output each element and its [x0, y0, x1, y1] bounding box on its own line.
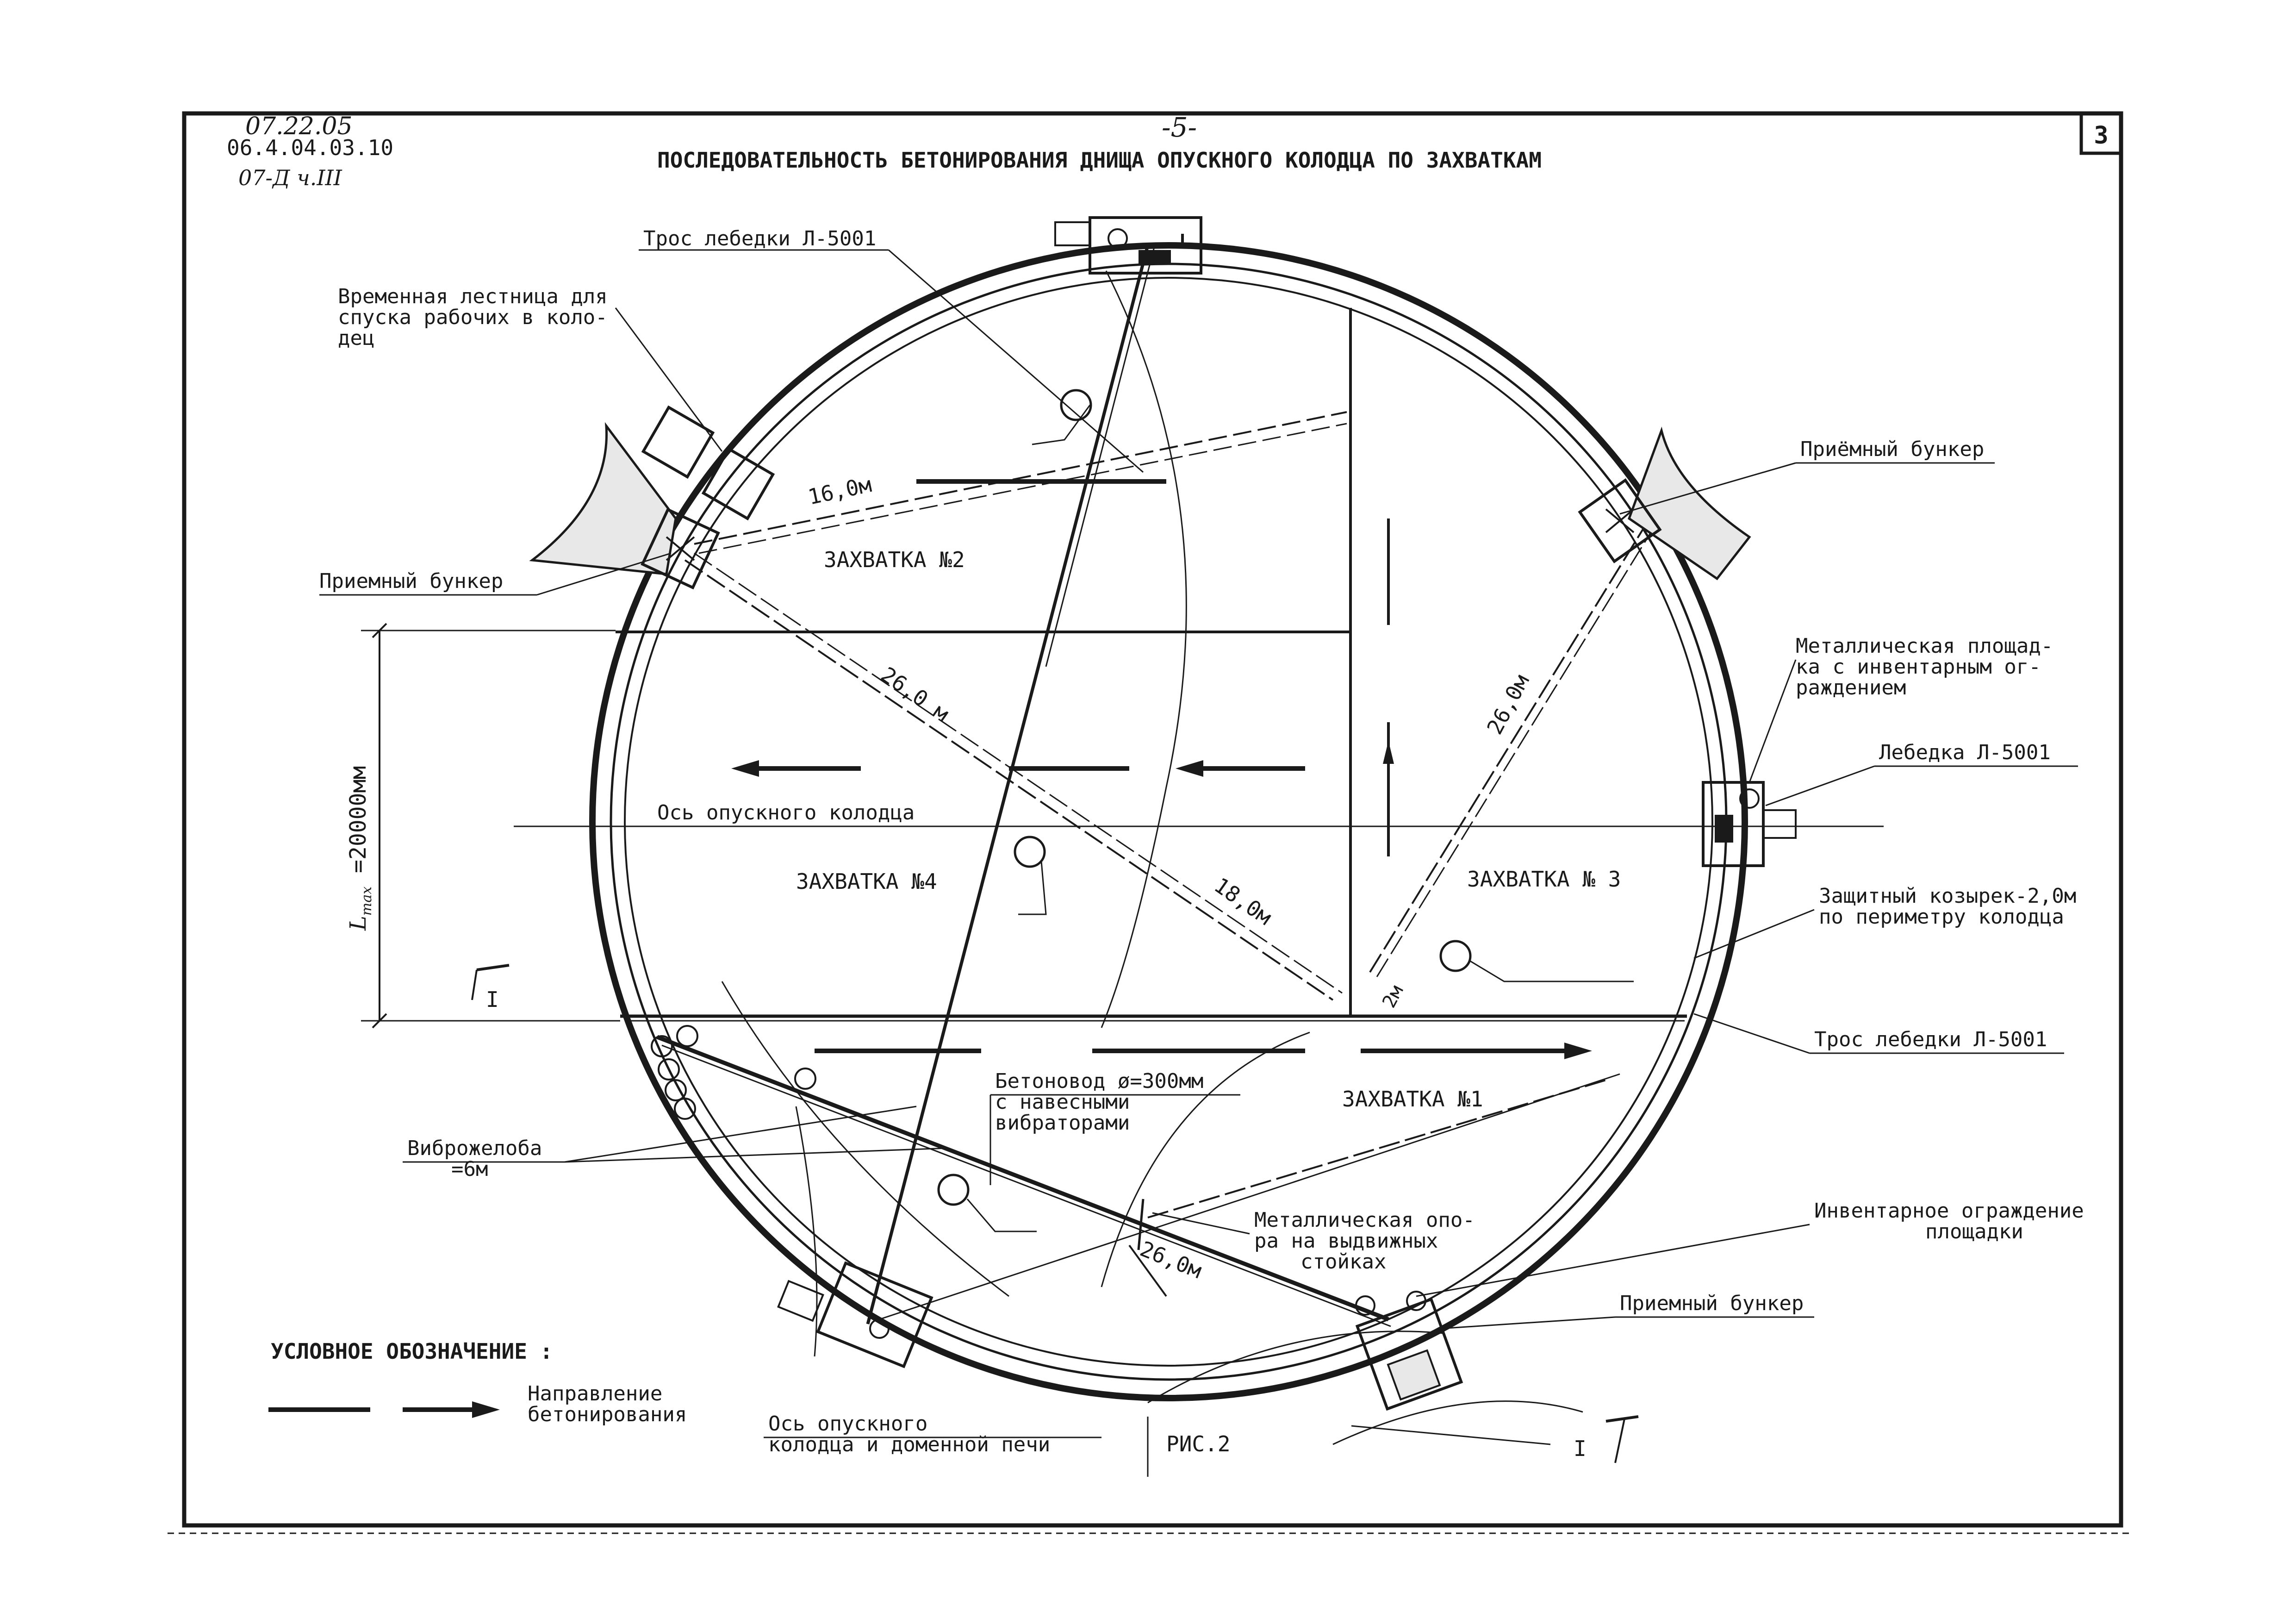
- legend-desc-1: Направление: [528, 1382, 662, 1405]
- left-ladder-hopper: [529, 405, 775, 590]
- code-main: 06.4.04.03.10: [227, 135, 393, 160]
- leader-winch-rope-top: [888, 249, 1144, 473]
- lmax-dimension: [361, 623, 620, 1029]
- dim-18: 18,0м: [1210, 873, 1276, 930]
- leader-hopper-left: [536, 552, 672, 596]
- rope-lines: [656, 411, 1653, 1327]
- concrete-pipeline: [866, 245, 1156, 1324]
- section-mark-left-label: I: [486, 987, 499, 1012]
- zone-3-label: ЗАХВАТКА № 3: [1467, 867, 1621, 892]
- radius-arcs: [721, 270, 1583, 1445]
- support-label-2: ра на выдвижных: [1254, 1229, 1438, 1253]
- zone-4-label: ЗАХВАТКА №4: [796, 869, 937, 894]
- figure-caption: РИС.2: [1166, 1431, 1230, 1456]
- leader-ladder: [615, 307, 723, 452]
- zone-dividers: [616, 308, 1687, 1022]
- sump-markers: [937, 389, 1634, 1232]
- canopy-label-2: по периметру колодца: [1819, 905, 2064, 929]
- bottom-right-hopper: [1351, 1291, 1551, 1445]
- leader-hopper-bottom: [1439, 1316, 1616, 1330]
- section-mark-left: [471, 964, 510, 1000]
- sheet-number: 3: [2094, 122, 2108, 150]
- leader-support: [1152, 1212, 1250, 1235]
- chutes-label-2: =6м: [451, 1157, 488, 1181]
- hopper-right-top-label: Приёмный бункер: [1800, 437, 1984, 461]
- fence-label-2: площадки: [1925, 1220, 2023, 1243]
- zone-2-label: ЗАХВАТКА №2: [824, 547, 965, 572]
- axis-bottom-label-1: Ось опускного: [768, 1412, 927, 1436]
- code-sub: 07-Д ч.III: [238, 165, 342, 190]
- hopper-left-label: Приемный бункер: [319, 569, 503, 593]
- canopy-label-1: Защитный козырек-2,0м: [1819, 884, 2076, 908]
- section-mark-right: [1605, 1415, 1639, 1463]
- platform-label-2: ка с инвентарным ог-: [1796, 655, 2041, 679]
- fence-label-1: Инвентарное ограждение: [1814, 1199, 2084, 1223]
- metal-support: [1128, 1199, 1167, 1297]
- leader-chutes-1: [564, 1106, 917, 1163]
- dim-16: 16,0м: [806, 472, 874, 510]
- pipe-label-1: Бетоновод ø=300мм: [995, 1069, 1203, 1093]
- sheet-number-box: [2079, 112, 2123, 155]
- chutes-label-1: Виброжелоба: [407, 1137, 542, 1160]
- drawing-title: ПОСЛЕДОВАТЕЛЬНОСТЬ БЕТОНИРОВАНИЯ ДНИЩА О…: [657, 148, 1542, 173]
- hopper-bottom-label: Приемный бункер: [1620, 1292, 1804, 1315]
- legend-title: УСЛОВНОЕ ОБОЗНАЧЕНИЕ :: [271, 1339, 553, 1364]
- platform-label-3: раждением: [1796, 676, 1906, 700]
- axis-bottom-label-2: колодца и доменной печи: [768, 1433, 1050, 1456]
- platform-label-1: Металлическая площад-: [1796, 634, 2053, 658]
- legend-arrow-sample: [268, 1401, 500, 1418]
- pipe-label-2: с навесными: [995, 1090, 1130, 1114]
- page-mark: -5-: [1162, 112, 1197, 143]
- leader-winch-right: [1765, 765, 1875, 806]
- winch-rope-top-label: Трос лебедки Л-5001: [643, 227, 876, 250]
- lmax-label: Lmax =20000мм: [345, 766, 375, 931]
- top-winch-unit: [1054, 216, 1202, 275]
- pipe-label-3: вибраторами: [995, 1111, 1130, 1135]
- axis-well-label: Ось опускного колодца: [657, 801, 915, 824]
- bottom-left-winch-unit: [777, 1261, 933, 1368]
- vibro-chute-markers: [651, 1025, 816, 1120]
- dim-2: 2м: [1378, 982, 1407, 1012]
- dim-26-right: 26,0м: [1482, 670, 1534, 739]
- leader-hopper-right-top: [1619, 462, 1796, 515]
- code-top: 07.22.05: [245, 112, 353, 140]
- leader-platform: [1748, 659, 1797, 783]
- legend-desc-2: бетонирования: [528, 1403, 687, 1426]
- support-label-1: Металлическая опо-: [1254, 1208, 1475, 1232]
- leader-chutes-2: [564, 1147, 949, 1163]
- winch-right-label: Лебедка Л-5001: [1879, 741, 2051, 764]
- drawing-frame: [182, 111, 2123, 1528]
- right-top-hopper: [1578, 426, 1751, 581]
- leader-winch-rope-right: [1693, 1013, 1810, 1054]
- support-label-3: стойках: [1300, 1250, 1386, 1274]
- zone-1-label: ЗАХВАТКА №1: [1342, 1087, 1483, 1112]
- ladder-label-1: Временная лестница для: [338, 285, 608, 308]
- concreting-direction-arrows: [731, 479, 1592, 1059]
- ladder-label-2: спуска рабочих в коло-: [338, 306, 608, 329]
- section-mark-right-label: I: [1574, 1436, 1587, 1461]
- leader-canopy: [1693, 909, 1815, 959]
- winch-rope-right-label: Трос лебедки Л-5001: [1814, 1028, 2047, 1051]
- ladder-label-3: дец: [338, 326, 374, 350]
- right-winch-unit: [1702, 781, 1797, 867]
- leader-fence: [1416, 1224, 1810, 1297]
